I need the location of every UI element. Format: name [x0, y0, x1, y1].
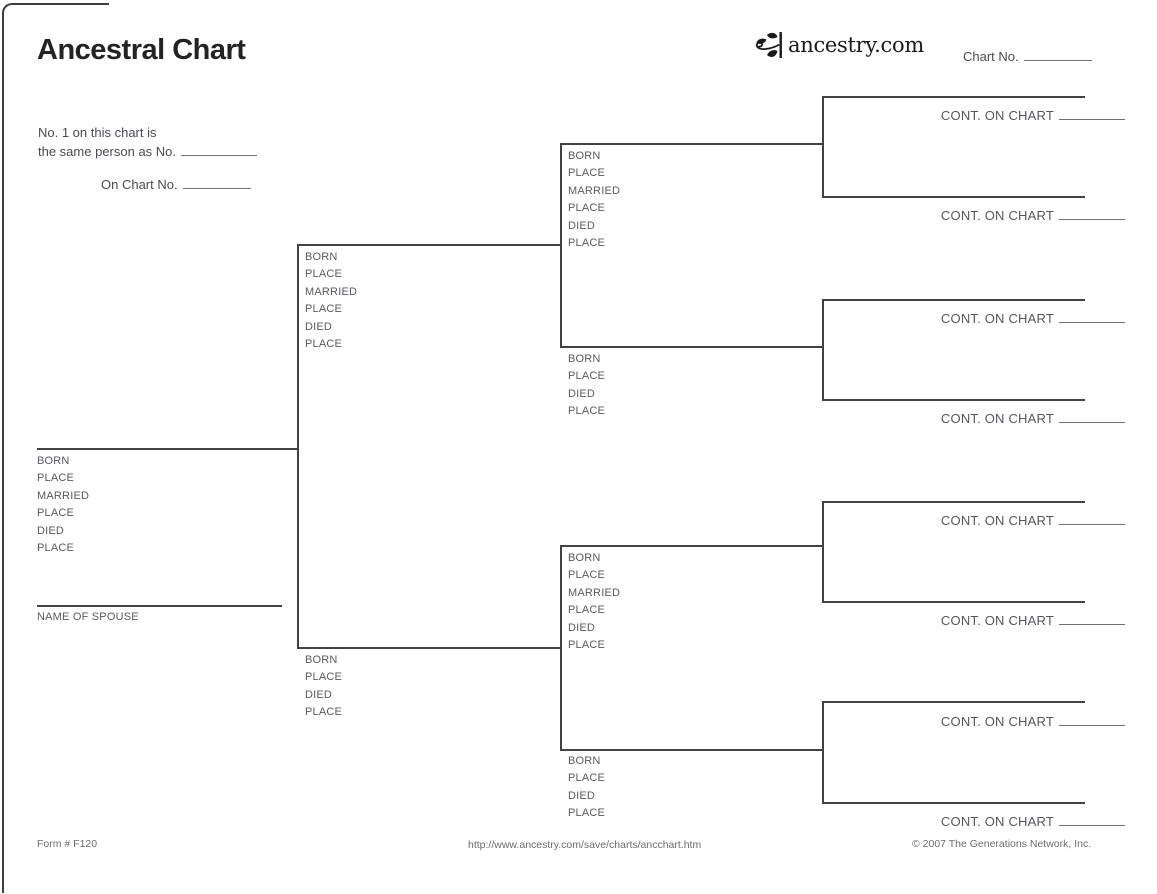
identity-note-line1: No. 1 on this chart is — [38, 125, 157, 140]
copyright-notice: © 2007 The Generations Network, Inc. — [912, 838, 1092, 850]
gen4-name-line-1 — [822, 96, 1085, 98]
pat-grandfather-field-labels: BORN PLACE MARRIED PLACE DIED PLACE — [568, 150, 621, 250]
cont-on-chart-7: CONT. ON CHART — [822, 712, 1125, 729]
chart-number-blank — [1023, 47, 1092, 61]
identity-note-line2: the same person as No. — [38, 142, 258, 159]
father-field-labels: BORN PLACE MARRIED PLACE DIED PLACE — [305, 251, 358, 351]
mother-field-labels: BORN PLACE DIED PLACE — [305, 654, 343, 719]
cont-blank-2 — [1059, 206, 1125, 220]
mat-grandfather-field-labels: BORN PLACE MARRIED PLACE DIED PLACE — [568, 552, 621, 652]
ancestry-logo: ancestry.com — [752, 29, 924, 61]
gen2-connector-line — [297, 244, 299, 649]
cont-on-chart-5: CONT. ON CHART — [822, 511, 1125, 528]
cont-on-chart-6: CONT. ON CHART — [822, 611, 1125, 628]
cont-blank-5 — [1059, 511, 1125, 525]
chart-number-label: Chart No. — [963, 49, 1019, 64]
cont-blank-3 — [1059, 309, 1125, 323]
gen4-name-line-3 — [822, 299, 1085, 301]
person1-name-line — [37, 448, 297, 450]
cont-blank-8 — [1059, 812, 1125, 826]
identity-note-line3: On Chart No. — [101, 175, 251, 192]
ancestry-leaf-icon — [752, 29, 786, 61]
mat-grandfather-name-line — [560, 545, 822, 547]
gen4-connector-line-3 — [822, 501, 824, 603]
gen4-connector-line-4 — [822, 701, 824, 804]
gen4-name-line-7 — [822, 701, 1085, 703]
gen3-lower-connector-line — [560, 545, 562, 751]
cont-blank-7 — [1059, 712, 1125, 726]
chart-number-field: Chart No. — [963, 47, 1092, 64]
pat-grandfather-name-line — [560, 143, 822, 145]
pat-grandmother-field-labels: BORN PLACE DIED PLACE — [568, 353, 606, 418]
cont-blank-1 — [1059, 106, 1125, 120]
cont-on-chart-1: CONT. ON CHART — [822, 106, 1125, 123]
on-chart-no-blank — [182, 175, 251, 189]
gen4-name-line-5 — [822, 501, 1085, 503]
page-border — [2, 3, 109, 893]
gen4-connector-line-1 — [822, 96, 824, 198]
pat-grandmother-name-line — [560, 346, 822, 348]
mother-name-line — [297, 647, 560, 649]
father-name-line — [297, 244, 560, 246]
ancestry-logo-text: ancestry.com — [788, 33, 924, 57]
spouse-field-label: NAME OF SPOUSE — [37, 611, 139, 623]
cont-on-chart-8: CONT. ON CHART — [822, 812, 1125, 829]
spouse-name-line — [37, 605, 282, 607]
mat-grandmother-field-labels: BORN PLACE DIED PLACE — [568, 755, 606, 820]
form-number: Form # F120 — [37, 838, 98, 850]
gen4-name-line-2 — [822, 196, 1085, 198]
cont-blank-4 — [1059, 409, 1125, 423]
cont-on-chart-2: CONT. ON CHART — [822, 206, 1125, 223]
footer-url: http://www.ancestry.com/save/charts/ancc… — [468, 839, 702, 851]
mat-grandmother-name-line — [560, 749, 822, 751]
page-title: Ancestral Chart — [37, 34, 246, 66]
gen4-name-line-4 — [822, 399, 1085, 401]
person1-field-labels: BORN PLACE MARRIED PLACE DIED PLACE — [37, 455, 90, 555]
cont-on-chart-4: CONT. ON CHART — [822, 409, 1125, 426]
gen4-connector-line-2 — [822, 299, 824, 401]
gen4-name-line-6 — [822, 601, 1085, 603]
cont-blank-6 — [1059, 611, 1125, 625]
cont-on-chart-3: CONT. ON CHART — [822, 309, 1125, 326]
gen4-name-line-8 — [822, 802, 1085, 804]
gen3-upper-connector-line — [560, 143, 562, 348]
same-person-blank — [181, 142, 258, 156]
